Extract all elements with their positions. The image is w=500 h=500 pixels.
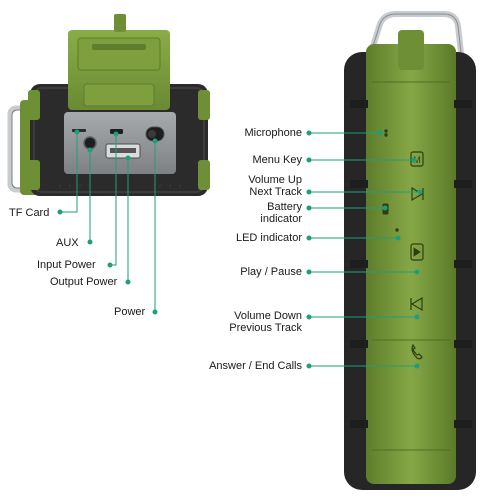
right-leader-lines (309, 132, 420, 367)
label-microphone: Microphone (244, 127, 302, 139)
label-next-track: Next Track (249, 186, 302, 198)
label-led-indicator: LED indicator (235, 232, 302, 244)
label-previous-track: Previous Track (229, 322, 302, 334)
carabiner-top (365, 11, 465, 63)
label-input-power: Input Power (37, 259, 96, 271)
label-volume-down: Volume Down (234, 310, 302, 322)
side-rubber (366, 44, 456, 484)
port-panel (64, 112, 176, 174)
label-battery-indicator: indicator (260, 213, 302, 225)
label-aux: AUX (56, 237, 79, 249)
input-power-port (110, 129, 123, 134)
label-power: Power (114, 306, 146, 318)
label-battery: Battery (267, 201, 302, 213)
label-tf-card: TF Card (9, 207, 50, 219)
label-play-pause: Play / Pause (240, 266, 302, 278)
menu-glyph: M (413, 155, 421, 165)
speaker-top-view (7, 14, 210, 196)
left-leader-dots (57, 129, 158, 315)
label-output-power: Output Power (50, 276, 118, 288)
aux-port (83, 136, 97, 150)
speaker-side-view: M (344, 11, 476, 490)
label-answer-end-calls: Answer / End Calls (209, 360, 302, 372)
label-menu-key: Menu Key (252, 154, 302, 166)
label-volume-up: Volume Up (248, 174, 302, 186)
port-cover-flap (68, 14, 170, 110)
right-leader-dots (306, 130, 423, 369)
